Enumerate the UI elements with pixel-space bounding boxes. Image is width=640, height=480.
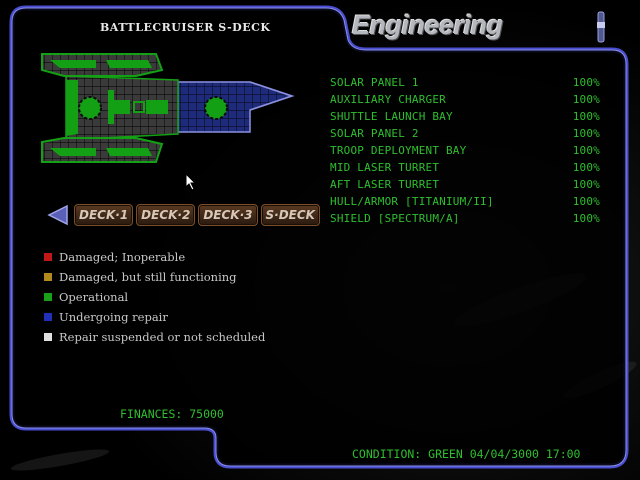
arrow-cursor-icon bbox=[185, 173, 197, 191]
ship-nose bbox=[177, 81, 295, 133]
tab-deck-3[interactable]: DECK·3 bbox=[198, 204, 258, 226]
legend: Damaged; Inoperable Damaged, but still f… bbox=[44, 247, 265, 347]
system-row[interactable]: AFT LASER TURRET 100% bbox=[330, 176, 602, 193]
legend-item: Repair suspended or not scheduled bbox=[44, 327, 265, 347]
system-status: 100% bbox=[572, 195, 600, 208]
swatch-blue bbox=[44, 313, 52, 321]
system-name: SOLAR PANEL 1 bbox=[330, 76, 419, 89]
system-status: 100% bbox=[572, 178, 600, 191]
legend-item: Operational bbox=[44, 287, 265, 307]
tab-deck-2[interactable]: DECK·2 bbox=[136, 204, 196, 226]
system-name: SHIELD [SPECTRUM/A] bbox=[330, 212, 460, 225]
ship-schematic[interactable] bbox=[36, 46, 298, 176]
system-name: SOLAR PANEL 2 bbox=[330, 127, 419, 140]
system-status: 100% bbox=[572, 144, 600, 157]
system-status: 100% bbox=[572, 110, 600, 123]
swatch-white bbox=[44, 333, 52, 341]
mid-turret bbox=[78, 96, 102, 120]
legend-item: Damaged; Inoperable bbox=[44, 247, 265, 267]
legend-label: Damaged, but still functioning bbox=[59, 270, 237, 284]
triangle-left-icon[interactable] bbox=[46, 204, 70, 226]
system-name: TROOP DEPLOYMENT BAY bbox=[330, 144, 467, 157]
system-row[interactable]: SHIELD [SPECTRUM/A] 100% bbox=[330, 210, 602, 227]
condition-status: CONDITION: GREEN 04/04/3000 17:00 bbox=[352, 447, 581, 461]
system-row[interactable]: MID LASER TURRET 100% bbox=[330, 159, 602, 176]
legend-label: Operational bbox=[59, 290, 129, 304]
legend-item: Undergoing repair bbox=[44, 307, 265, 327]
system-name: HULL/ARMOR [TITANIUM/II] bbox=[330, 195, 494, 208]
system-name: SHUTTLE LAUNCH BAY bbox=[330, 110, 453, 123]
legend-label: Undergoing repair bbox=[59, 310, 168, 324]
aft-turret bbox=[204, 96, 228, 120]
legend-label: Repair suspended or not scheduled bbox=[59, 330, 266, 344]
system-status: 100% bbox=[572, 212, 600, 225]
system-status: 100% bbox=[572, 76, 600, 89]
deck-title: BATTLECRUISER S-DECK bbox=[100, 21, 271, 34]
swatch-red bbox=[44, 253, 52, 261]
tab-deck-1[interactable]: DECK·1 bbox=[74, 204, 134, 226]
system-status: 100% bbox=[572, 127, 600, 140]
legend-item: Damaged, but still functioning bbox=[44, 267, 265, 287]
deck-tabs: DECK·1 DECK·2 DECK·3 S·DECK bbox=[46, 204, 323, 226]
system-name: MID LASER TURRET bbox=[330, 161, 440, 174]
system-name: AFT LASER TURRET bbox=[330, 178, 440, 191]
swatch-green bbox=[44, 293, 52, 301]
slider-icon[interactable] bbox=[594, 10, 608, 44]
system-status: 100% bbox=[572, 161, 600, 174]
system-status: 100% bbox=[572, 93, 600, 106]
system-name: AUXILIARY CHARGER bbox=[330, 93, 446, 106]
system-row[interactable]: HULL/ARMOR [TITANIUM/II] 100% bbox=[330, 193, 602, 210]
swatch-amber bbox=[44, 273, 52, 281]
system-row[interactable]: TROOP DEPLOYMENT BAY 100% bbox=[330, 142, 602, 159]
tab-s-deck[interactable]: S·DECK bbox=[260, 204, 320, 226]
screen-title: Engineering bbox=[352, 10, 503, 40]
ship-upper-wing bbox=[41, 53, 164, 77]
legend-label: Damaged; Inoperable bbox=[59, 250, 186, 264]
system-row[interactable]: SOLAR PANEL 1 100% bbox=[330, 74, 602, 91]
system-row[interactable]: AUXILIARY CHARGER 100% bbox=[330, 91, 602, 108]
finances-readout: FINANCES: 75000 bbox=[120, 407, 224, 421]
system-row[interactable]: SHUTTLE LAUNCH BAY 100% bbox=[330, 108, 602, 125]
system-row[interactable]: SOLAR PANEL 2 100% bbox=[330, 125, 602, 142]
